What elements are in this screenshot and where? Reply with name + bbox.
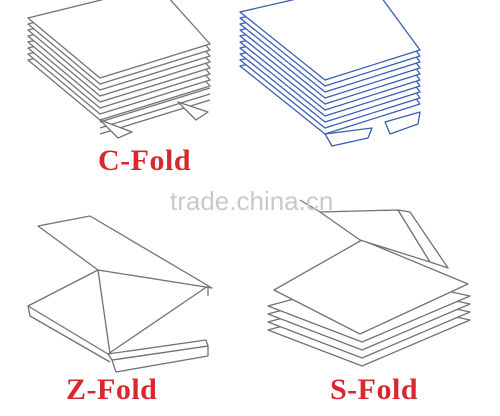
z-fold-illustration [27, 215, 213, 373]
c-fold-label: C-Fold [98, 144, 191, 177]
c-fold-illustration [27, 0, 211, 139]
z-fold-label: Z-Fold [66, 373, 158, 406]
watermark: trade.china.cn [170, 186, 334, 216]
s-fold-label: S-Fold [330, 373, 419, 406]
c-fold-blue-illustration [239, 0, 421, 147]
s-fold-illustration [267, 199, 471, 367]
